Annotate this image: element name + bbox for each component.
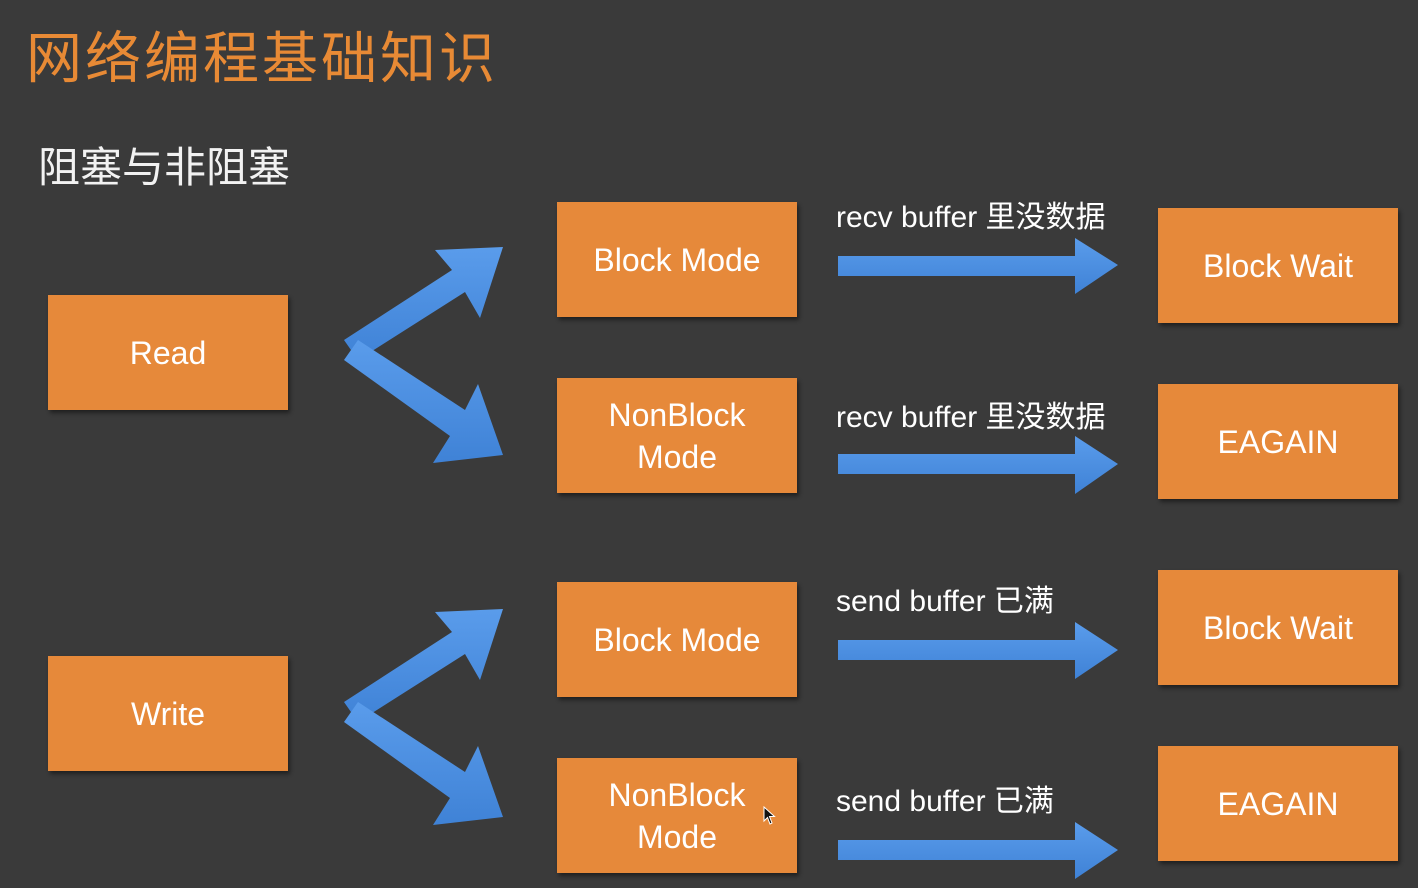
section-subtitle: 阻塞与非阻塞: [38, 143, 291, 192]
read-block-result-box: Block Wait: [1158, 208, 1398, 323]
write-label: Write: [130, 695, 206, 732]
mouse-cursor-icon: [763, 806, 776, 825]
right-arrow-icon: [838, 238, 1118, 294]
write-split-arrow-icon: [344, 609, 503, 825]
write-nonblock-result-box: EAGAIN: [1158, 746, 1398, 861]
read-nonblock-mode-box: NonBlock Mode: [557, 378, 797, 493]
right-arrow-icon: [838, 622, 1118, 679]
result-label: Block Wait: [1203, 247, 1353, 284]
mode-label: Block Mode: [593, 241, 761, 278]
read-nonblock-result-box: EAGAIN: [1158, 384, 1398, 499]
condition-label: send buffer 已满: [836, 785, 1054, 818]
write-down-arrow-icon: [344, 702, 503, 825]
write-block-mode-box: Block Mode: [557, 582, 797, 697]
page-title: 网络编程基础知识: [26, 27, 498, 92]
write-up-arrow-icon: [344, 609, 503, 722]
read-label: Read: [129, 334, 207, 371]
mode-label-line2: Mode: [636, 438, 718, 475]
condition-label: recv buffer 里没数据: [836, 401, 1106, 434]
write-nonblock-mode-box: NonBlock Mode: [557, 758, 797, 873]
read-down-arrow-icon: [344, 340, 503, 463]
right-arrow-icon: [838, 436, 1118, 494]
read-split-arrow-icon: [344, 247, 503, 463]
right-arrow-icon: [838, 822, 1118, 879]
result-label: EAGAIN: [1217, 423, 1339, 460]
result-label: EAGAIN: [1217, 785, 1339, 822]
read-up-arrow-icon: [344, 247, 503, 360]
result-label: Block Wait: [1203, 609, 1353, 646]
read-block-mode-box: Block Mode: [557, 202, 797, 317]
condition-label: send buffer 已满: [836, 585, 1054, 618]
mode-label-line2: Mode: [636, 818, 718, 855]
mode-label-line1: NonBlock: [608, 396, 746, 433]
mode-label: Block Mode: [593, 621, 761, 658]
write-block-result-box: Block Wait: [1158, 570, 1398, 685]
write-box: Write: [48, 656, 288, 771]
read-box: Read: [48, 295, 288, 410]
condition-label: recv buffer 里没数据: [836, 201, 1106, 234]
mode-label-line1: NonBlock: [608, 776, 746, 813]
